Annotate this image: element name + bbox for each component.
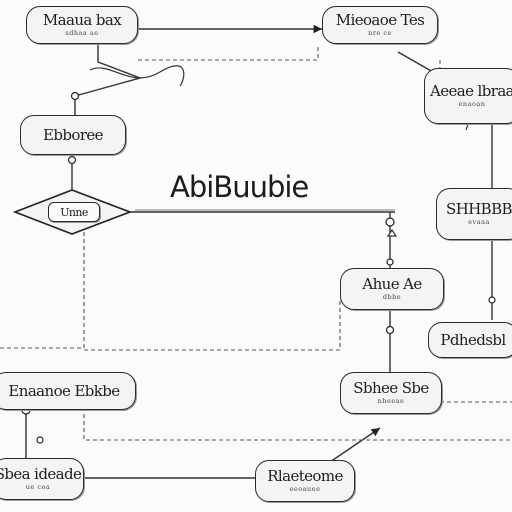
node-top-left-sublabel: sdhaa ae <box>65 29 99 38</box>
knob <box>386 258 394 266</box>
node-bottom-center[interactable]: Rlaeteome eeoauee <box>255 460 355 502</box>
knob <box>488 296 496 304</box>
node-top-right-label: Mieoaoe Tes <box>335 11 425 30</box>
edge-dashed-top <box>138 44 319 61</box>
edge-topleft-down <box>74 44 143 115</box>
knob <box>67 155 77 165</box>
node-mid-right-sublabel: dbbe <box>382 293 402 302</box>
node-mid-right-label: Ahue Ae <box>362 275 422 294</box>
knob <box>385 325 395 335</box>
node-ebboree[interactable]: Ebboree <box>20 115 126 155</box>
edge-dashed-bottom <box>83 400 512 441</box>
node-top-left[interactable]: Maaua bax sdhaa ae <box>26 6 138 44</box>
node-right-second-sublabel: evaaa <box>468 218 490 227</box>
edge-bottomcenter-up <box>329 427 381 463</box>
node-bottom-center-sublabel: eeoauee <box>289 485 321 494</box>
node-top-right[interactable]: Mieoaoe Tes nre ce <box>322 6 438 44</box>
node-bottom-left-wide[interactable]: Enaanoe Ebkbe <box>0 372 136 410</box>
node-mid-bottom-sublabel: nheeae <box>377 397 405 406</box>
diagram-center-title: AbiBuubie <box>170 170 309 204</box>
node-ebboree-label: Ebboree <box>43 125 104 144</box>
knob <box>36 436 44 444</box>
node-bottom-left-wide-label: Enaanoe Ebkbe <box>8 381 120 400</box>
edge-dashed-mid <box>84 300 341 351</box>
node-right-third-label: Pdhedsbl <box>440 330 506 349</box>
squiggle-top <box>89 65 185 87</box>
node-bottom-center-label: Rlaeteome <box>267 467 343 486</box>
node-right-first-label: Aeeae lbraa <box>429 82 512 101</box>
knob <box>385 217 395 227</box>
knob <box>70 91 80 101</box>
edge-dashed-left <box>0 232 85 349</box>
node-bottom-left-sublabel: ue coa <box>25 483 51 492</box>
node-mid-bottom[interactable]: Sbhee Sbe nheeae <box>340 372 442 414</box>
node-mid-right[interactable]: Ahue Ae dbbe <box>340 268 444 310</box>
node-bottom-left[interactable]: Sbea ideade ue coa <box>0 458 84 500</box>
connector-stub <box>386 228 398 237</box>
node-mid-bottom-label: Sbhee Sbe <box>353 379 429 398</box>
node-left-diamond[interactable]: Unne <box>48 202 100 222</box>
node-left-diamond-label: Unne <box>60 205 88 219</box>
node-top-right-sublabel: nre ce <box>368 29 392 38</box>
node-right-second[interactable]: SHHBBB evaaa <box>436 188 512 240</box>
node-top-left-label: Maaua bax <box>42 11 122 30</box>
node-right-first-sublabel: enaoan <box>458 100 486 109</box>
node-bottom-left-label: Sbea ideade <box>0 465 82 484</box>
node-right-second-label: SHHBBB <box>446 200 512 219</box>
node-right-third[interactable]: Pdhedsbl <box>428 322 512 358</box>
node-right-first[interactable]: Aeeae lbraa enaoan <box>424 68 512 124</box>
